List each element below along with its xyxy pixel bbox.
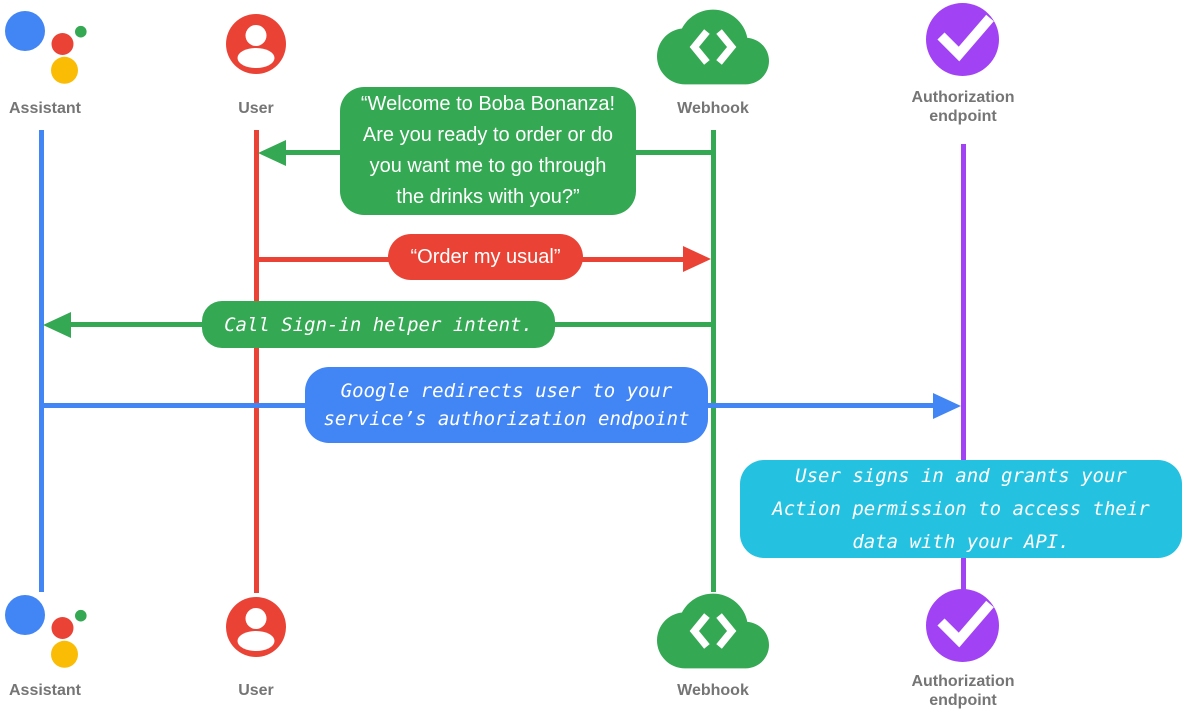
google-assistant-icon	[5, 11, 87, 84]
user-label-top: User	[238, 100, 274, 117]
assistant-label-top: Assistant	[8, 100, 82, 117]
check-circle-icon	[926, 589, 999, 662]
arrow-user-to-webhook-arrowhead-icon	[683, 246, 711, 272]
webhook-label-bottom: Webhook	[677, 682, 749, 699]
webhook-lifeline	[711, 130, 716, 592]
signin-helper-intent-bubble: Call Sign-in helper intent.	[202, 301, 555, 348]
user-signin-note-bubble: User signs in and grants your Action per…	[740, 460, 1182, 558]
arrow-assistant-to-auth-endpoint-arrowhead-icon	[933, 393, 961, 419]
user-lifeline	[254, 130, 259, 593]
authorization-endpoint-label-top: Authorization endpoint	[911, 89, 1015, 125]
user-label-bottom: User	[238, 682, 274, 699]
order-message-bubble: “Order my usual”	[388, 234, 583, 280]
cloud-code-icon	[657, 9, 769, 85]
authorization-endpoint-label-bottom: Authorization endpoint	[911, 673, 1015, 709]
google-assistant-icon	[5, 595, 87, 668]
check-circle-icon	[926, 3, 999, 76]
user-avatar-icon	[226, 14, 286, 74]
assistant-lifeline	[39, 130, 44, 592]
assistant-label-bottom: Assistant	[8, 682, 82, 699]
webhook-label-top: Webhook	[677, 100, 749, 117]
redirect-message-bubble: Google redirects user to your service’s …	[305, 367, 708, 443]
user-avatar-icon	[226, 597, 286, 657]
authorization-endpoint-lifeline	[961, 144, 966, 590]
welcome-message-bubble: “Welcome to Boba Bonanza! Are you ready …	[340, 87, 636, 215]
arrow-webhook-to-assistant-arrowhead-icon	[43, 312, 71, 338]
arrow-webhook-to-user-arrowhead-icon	[258, 140, 286, 166]
cloud-code-icon	[657, 593, 769, 669]
